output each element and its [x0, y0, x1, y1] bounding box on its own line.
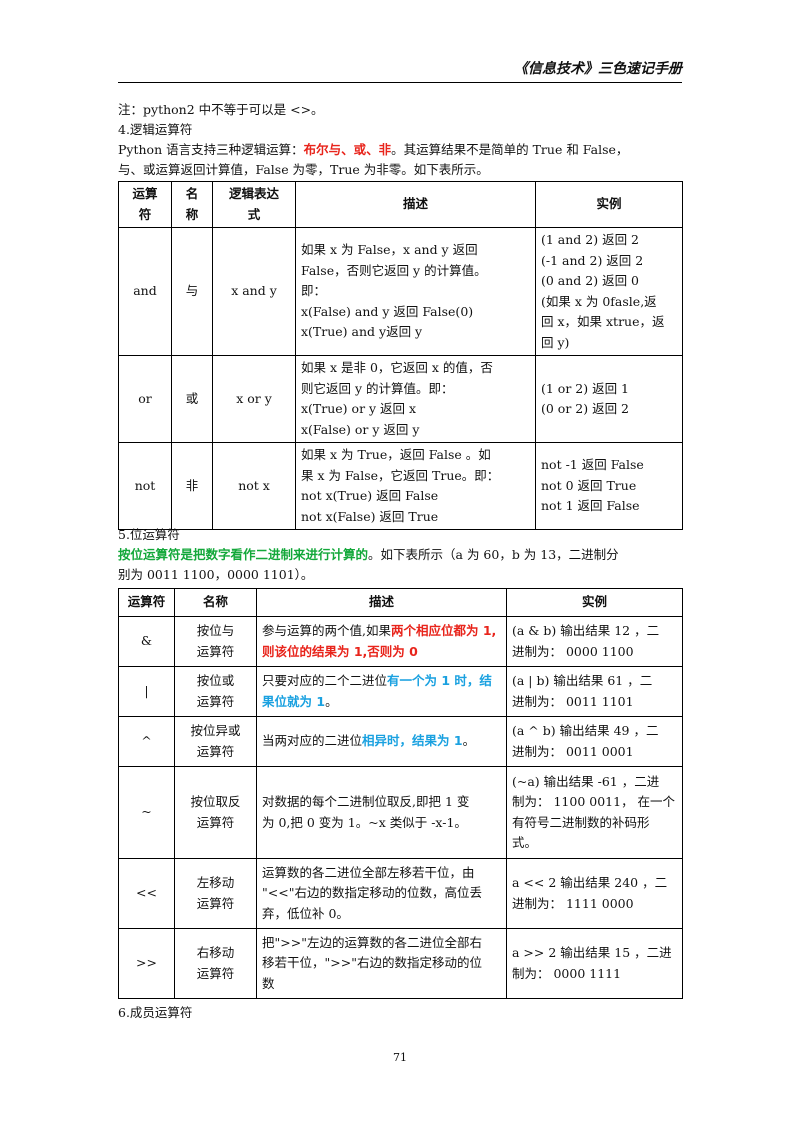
- python2-note: 注：python2 中不等于可以是 <>。: [118, 102, 324, 117]
- example-cell: (1 or 2) 返回 1 (0 or 2) 返回 2: [535, 355, 683, 443]
- operator-cell: <<: [118, 858, 175, 929]
- example-cell: (a | b) 输出结果 61 ，二 进制为： 0011 1101: [506, 666, 683, 717]
- logic-ops-highlight: 布尔与、或、非: [303, 142, 392, 157]
- name-cell: 按位或 运算符: [174, 666, 257, 717]
- table-header-row: 运算 符 名 称 逻辑表达 式 描述 实例: [118, 181, 683, 228]
- name-cell: 按位取反 运算符: [174, 766, 257, 859]
- table-row: ^ 按位异或 运算符 当两对应的二进位相异时，结果为 1。 (a ^ b) 输出…: [118, 716, 683, 767]
- expression-cell: x or y: [212, 355, 296, 443]
- description-text-rest: 。: [325, 693, 338, 709]
- description-text: 只要对应的二个二进位: [262, 673, 388, 688]
- name-cell: 左移动 运算符: [174, 858, 257, 929]
- col-header-description: 描述: [256, 588, 507, 617]
- col-header-operator: 运算符: [118, 588, 175, 617]
- intro-text-rest: 。其运算结果不是简单的 True 和 False，: [391, 142, 629, 157]
- col-header-name: 名 称: [171, 181, 213, 228]
- description-cell: 如果 x 为 False，x and y 返回 False，否则它返回 y 的计…: [295, 227, 536, 356]
- name-cell: 非: [171, 442, 213, 530]
- name-cell: 右移动 运算符: [174, 928, 257, 999]
- table-row: ~ 按位取反 运算符 对数据的每个二进制位取反,即把 1 变 为 0,把 0 变…: [118, 766, 683, 859]
- description-cell: 只要对应的二个二进位有一个为 1 时，结果位就为 1。: [256, 666, 507, 717]
- description-text: 参与运算的两个值,如果: [262, 623, 391, 638]
- table-row: not 非 not x 如果 x 为 True，返回 False 。如 果 x …: [118, 442, 683, 530]
- table-row: | 按位或 运算符 只要对应的二个二进位有一个为 1 时，结果位就为 1。 (a…: [118, 666, 683, 717]
- section-4-title: 4.逻辑运算符: [118, 122, 193, 137]
- page-number: 71: [393, 1051, 407, 1064]
- example-cell: not -1 返回 False not 0 返回 True not 1 返回 F…: [535, 442, 683, 530]
- operator-cell: |: [118, 666, 175, 717]
- example-cell: a << 2 输出结果 240 ，二 进制为： 1111 0000: [506, 858, 683, 929]
- description-cell: 对数据的每个二进制位取反,即把 1 变 为 0,把 0 变为 1。~x 类似于 …: [256, 766, 507, 859]
- intro-text: Python 语言支持三种逻辑运算：: [118, 142, 304, 157]
- description-cell: 当两对应的二进位相异时，结果为 1。: [256, 716, 507, 767]
- description-cell: 如果 x 为 True，返回 False 。如 果 x 为 False，它返回 …: [295, 442, 536, 530]
- table-row: or 或 x or y 如果 x 是非 0，它返回 x 的值，否 则它返回 y …: [118, 355, 683, 443]
- description-cell: 参与运算的两个值,如果两个相应位都为 1,则该位的结果为 1,否则为 0: [256, 616, 507, 667]
- table-row: >> 右移动 运算符 把">>"左边的运算数的各二进位全部右 移若干位，">>"…: [118, 928, 683, 999]
- col-header-operator: 运算 符: [118, 181, 172, 228]
- running-header: 《信息技术》三色速记手册: [118, 58, 682, 83]
- name-cell: 按位异或 运算符: [174, 716, 257, 767]
- table-row: & 按位与 运算符 参与运算的两个值,如果两个相应位都为 1,则该位的结果为 1…: [118, 616, 683, 667]
- table-header-row: 运算符 名称 描述 实例: [118, 588, 683, 617]
- description-text: 当两对应的二进位: [262, 733, 363, 749]
- operator-cell: ^: [118, 716, 175, 767]
- section-4-intro: Python 语言支持三种逻辑运算：布尔与、或、非。其运算结果不是简单的 Tru…: [118, 140, 682, 160]
- name-cell: 或: [171, 355, 213, 443]
- name-cell: 与: [171, 227, 213, 356]
- example-cell: a >> 2 输出结果 15 ，二进 制为： 0000 1111: [506, 928, 683, 999]
- section-4-intro-line2: 与、或运算返回计算值，False 为零，True 为非零。如下表所示。: [118, 162, 489, 177]
- operator-cell: and: [118, 227, 172, 356]
- col-header-name: 名称: [174, 588, 257, 617]
- description-cell: 把">>"左边的运算数的各二进位全部右 移若干位，">>"右边的数指定移动的位 …: [256, 928, 507, 999]
- section-5-intro: 按位运算符是把数字看作二进制来进行计算的。如下表所示（a 为 60，b 为 13…: [118, 545, 682, 565]
- operator-cell: >>: [118, 928, 175, 999]
- col-header-description: 描述: [295, 181, 536, 228]
- example-cell: (a & b) 输出结果 12 ，二 进制为： 0000 1100: [506, 616, 683, 667]
- col-header-example: 实例: [535, 181, 683, 228]
- description-cell: 如果 x 是非 0，它返回 x 的值，否 则它返回 y 的计算值。即： x(Tr…: [295, 355, 536, 443]
- name-cell: 按位与 运算符: [174, 616, 257, 667]
- example-cell: (1 and 2) 返回 2 (-1 and 2) 返回 2 (0 and 2)…: [535, 227, 683, 356]
- example-cell: (a ^ b) 输出结果 49 ，二 进制为： 0011 0001: [506, 716, 683, 767]
- bitwise-ops-highlight: 按位运算符是把数字看作二进制来进行计算的: [118, 547, 369, 562]
- operator-cell: not: [118, 442, 172, 530]
- description-highlight: 两个相应位都为 1,则该位的结果为 1,否则为 0: [262, 623, 497, 659]
- intro-text-rest: 。如下表所示（a 为 60，b 为 13，二进制分: [368, 547, 619, 562]
- description-text-rest: 。: [462, 733, 476, 749]
- bitwise-operators-table: 运算符 名称 描述 实例 & 按位与 运算符 参与运算的两个值,如果两个相应位都…: [118, 588, 683, 999]
- table-row: << 左移动 运算符 运算数的各二进位全部左移若干位，由 "<<"右边的数指定移…: [118, 858, 683, 929]
- operator-cell: &: [118, 616, 175, 667]
- table-row: and 与 x and y 如果 x 为 False，x and y 返回 Fa…: [118, 227, 683, 356]
- section-5-title: 5.位运算符: [118, 527, 180, 542]
- description-highlight: 有一个为 1 时，结果位就为 1: [262, 673, 492, 709]
- description-highlight: 相异时，结果为 1: [362, 733, 463, 749]
- description-cell: 运算数的各二进位全部左移若干位，由 "<<"右边的数指定移动的位数，高位丢 弃，…: [256, 858, 507, 929]
- operator-cell: or: [118, 355, 172, 443]
- expression-cell: not x: [212, 442, 296, 530]
- logic-operators-table: 运算 符 名 称 逻辑表达 式 描述 实例 and 与 x and y 如果 x…: [118, 181, 683, 530]
- section-5-intro-line2: 别为 0011 1100，0000 1101）。: [118, 567, 314, 582]
- section-6-title: 6.成员运算符: [118, 1005, 193, 1020]
- example-cell: (~a) 输出结果 -61 ，二进 制为： 1100 0011， 在一个 有符号…: [506, 766, 683, 859]
- col-header-example: 实例: [506, 588, 683, 617]
- expression-cell: x and y: [212, 227, 296, 356]
- col-header-expression: 逻辑表达 式: [212, 181, 296, 228]
- operator-cell: ~: [118, 766, 175, 859]
